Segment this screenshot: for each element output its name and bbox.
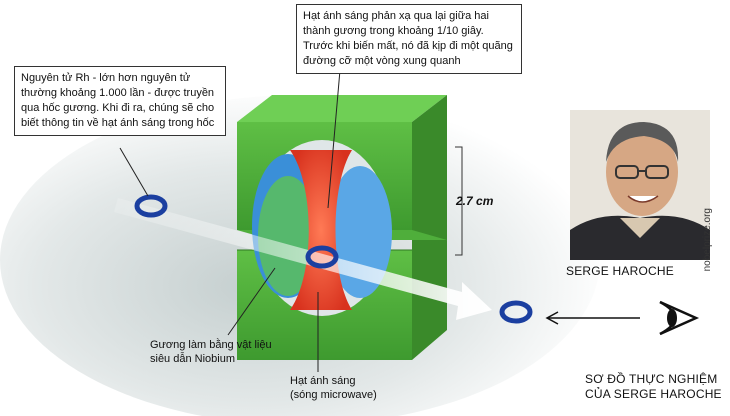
atom-ring-exit	[499, 300, 533, 324]
atom-beam-arrow	[114, 198, 492, 320]
caption-line2: CỦA SERGE HAROCHE	[585, 387, 722, 401]
pointer-top-callout	[327, 69, 341, 209]
photon-description-callout: Hạt ánh sáng phản xạ qua lại giữa hai th…	[296, 4, 522, 74]
person-name: SERGE HAROCHE	[566, 264, 674, 278]
atom-description-callout: Nguyên tử Rh - lớn hơn nguyên tử thường …	[14, 66, 226, 136]
eye-icon	[659, 300, 700, 336]
pointer-mirror	[227, 267, 276, 336]
caption-line1: SƠ ĐỒ THỰC NGHIỆM	[585, 372, 718, 386]
dimension-text: 2.7 cm	[455, 194, 494, 208]
photon-label-line2: (sóng microwave)	[290, 389, 377, 401]
portrait-photo	[570, 110, 710, 260]
caption: SƠ ĐỒ THỰC NGHIỆM CỦA SERGE HAROCHE	[585, 372, 722, 402]
dimension-bracket	[455, 146, 463, 256]
photo-credit: nobelprize.org	[702, 208, 713, 272]
photon-label: Hạt ánh sáng (sóng microwave)	[290, 374, 400, 402]
pointer-left-callout	[119, 147, 149, 197]
atom-ring-cavity	[305, 245, 339, 269]
atom-ring-entry	[134, 194, 168, 218]
mirror-label: Gương làm bằng vật liệu siêu dẫn Niobium	[150, 339, 272, 365]
photon-label-line1: Hạt ánh sáng	[290, 375, 356, 387]
